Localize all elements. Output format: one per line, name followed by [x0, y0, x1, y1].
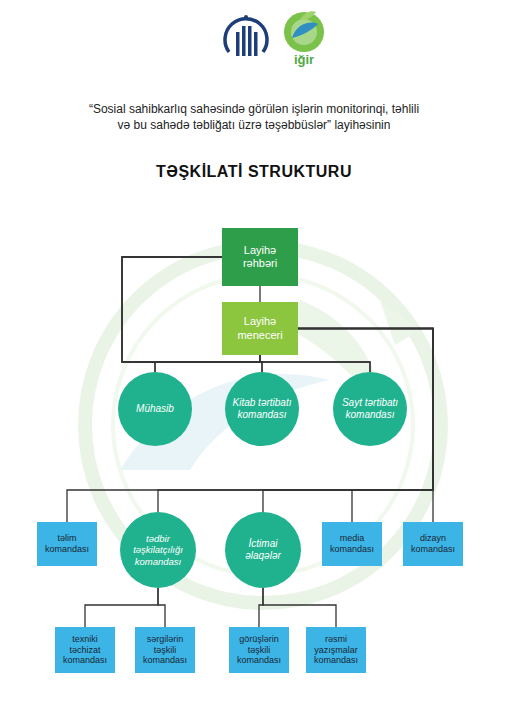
- node-text: İctimai əlaqələr: [225, 538, 301, 562]
- node-text: media komandası: [322, 533, 382, 555]
- manager-box: Layihə meneceri: [222, 302, 298, 355]
- connector-line: [259, 286, 260, 302]
- node-text: Sayt tərtibatı komandası: [333, 397, 407, 421]
- node-text: texniki təchizat komandası: [55, 634, 115, 666]
- node-text: dizayn komandası: [403, 533, 463, 555]
- team-circle: tədbir təşkilatçılığı komandası: [120, 512, 196, 588]
- agency-logo: [225, 15, 267, 56]
- circle-fill: [225, 372, 299, 446]
- node-text: görüşlərin təşkili komandası: [229, 634, 289, 666]
- team-circle: İctimai əlaqələr: [225, 512, 301, 588]
- node-text: təlim komandası: [37, 533, 97, 555]
- team-circle: Mühasib: [118, 372, 192, 446]
- project-name: “Sosial sahibkarlıq sahəsində görülən iş…: [84, 102, 424, 133]
- leader-box: Layihə rəhbəri: [222, 228, 298, 286]
- connector-line: [298, 329, 433, 523]
- connector-line: [158, 588, 165, 627]
- node-text: tədbir təşkilatçılığı komandası: [120, 533, 196, 567]
- subteam-box: görüşlərin təşkili komandası: [229, 627, 289, 673]
- connector-line: [260, 355, 370, 372]
- team-box: media komandası: [322, 522, 382, 566]
- igir-logo: [284, 11, 324, 52]
- connector-line: [158, 329, 433, 513]
- chart-title: TƏŞKİLATİ STRUKTURU: [54, 163, 454, 181]
- node-text: rəsmi yazışmalar komandası: [306, 634, 366, 666]
- node-text: Mühasib: [131, 403, 179, 415]
- logo-text: iğir: [272, 52, 336, 69]
- subteam-box: sərgilərin təşkili komandası: [135, 627, 195, 673]
- circle-fill: [118, 372, 192, 446]
- team-box: təlim komandası: [37, 522, 97, 566]
- circle-fill: [333, 372, 407, 446]
- subteam-box: rəsmi yazışmalar komandası: [306, 627, 366, 673]
- connector-line: [155, 355, 260, 372]
- connector-line: [298, 329, 433, 523]
- connector-line: [85, 588, 158, 627]
- node-text: sərgilərin təşkili komandası: [135, 634, 195, 666]
- team-circle: Kitab tərtibatı komandası: [225, 372, 299, 446]
- node-text: Layihə rəhbəri: [222, 244, 298, 270]
- watermark: [85, 247, 441, 603]
- subteam-box: texniki təchizat komandası: [55, 627, 115, 673]
- circle-fill: [225, 512, 301, 588]
- node-text: Kitab tərtibatı komandası: [225, 397, 299, 421]
- connector-line: [263, 588, 336, 627]
- team-circle: Sayt tərtibatı komandası: [333, 372, 407, 446]
- connector-line: [122, 257, 222, 372]
- team-box: dizayn komandası: [403, 522, 463, 566]
- node-text: Layihə meneceri: [222, 315, 298, 341]
- connector-line: [67, 329, 433, 523]
- circle-fill: [120, 512, 196, 588]
